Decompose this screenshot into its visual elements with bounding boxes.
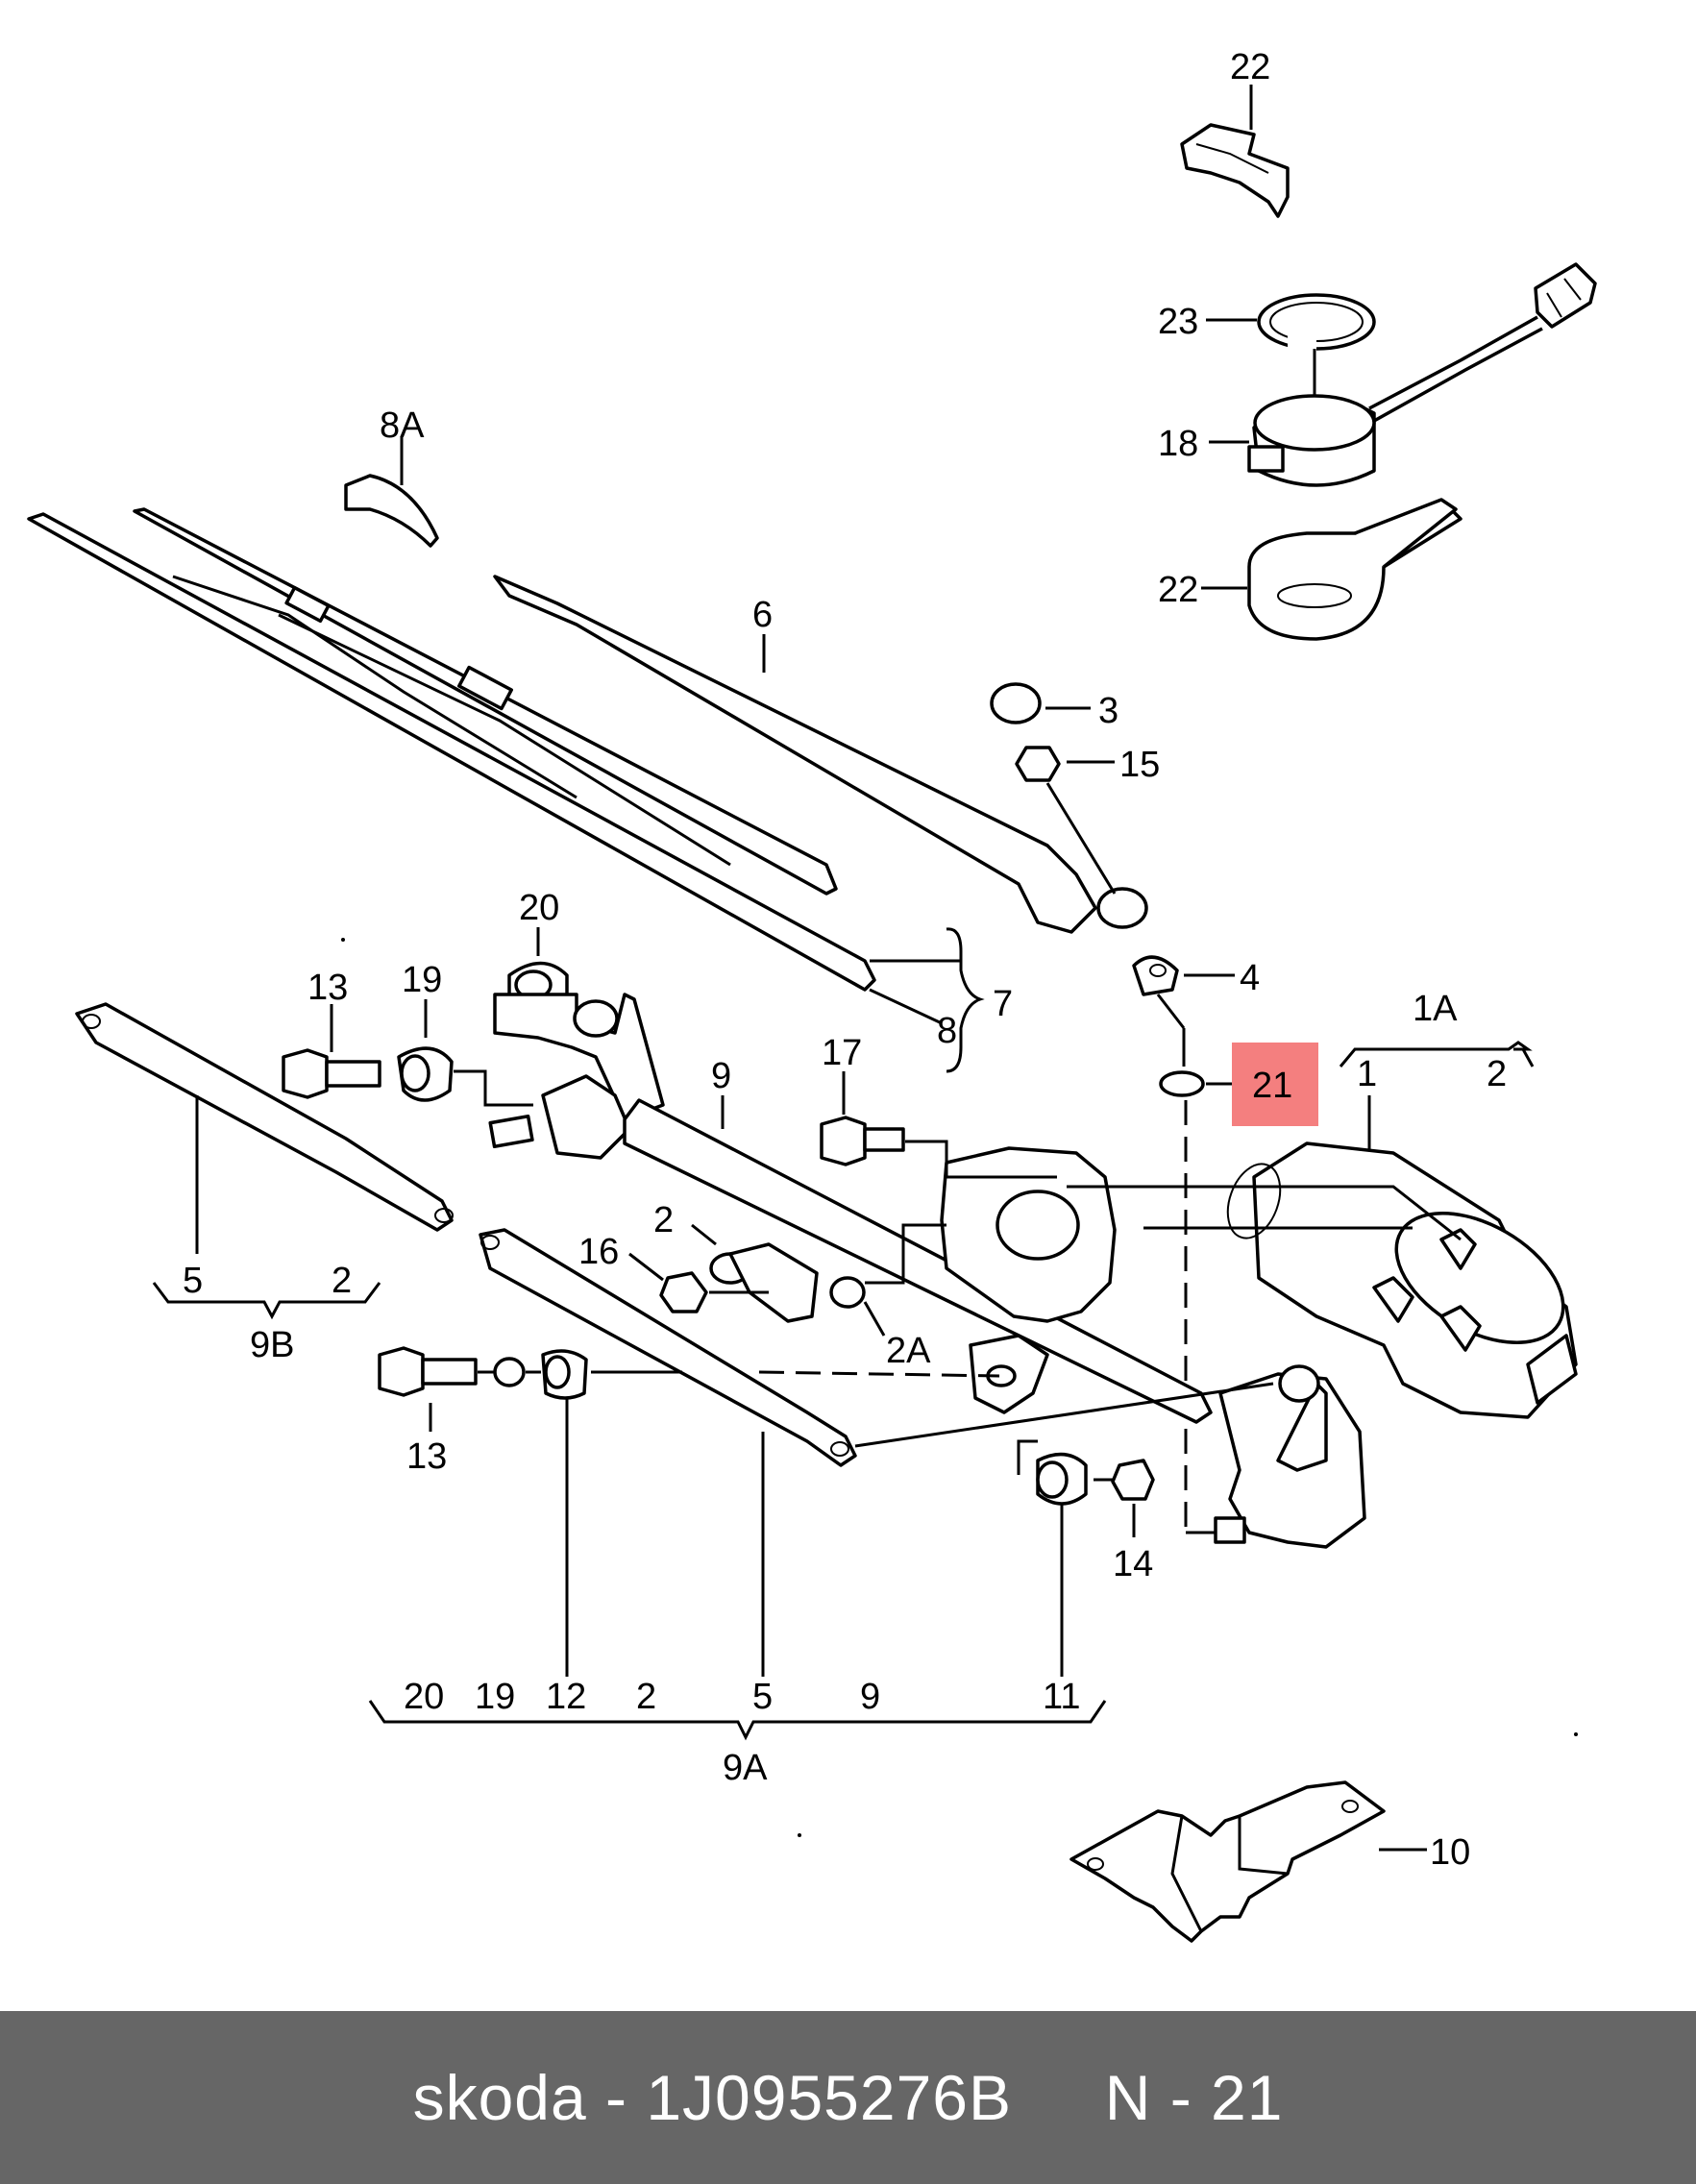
label-1A[interactable]: 1A — [1413, 989, 1458, 1029]
label-14[interactable]: 14 — [1113, 1544, 1153, 1584]
label-22-top[interactable]: 22 — [1230, 47, 1270, 87]
part-3-cap — [990, 682, 1042, 724]
label-20-top[interactable]: 20 — [519, 888, 559, 928]
label-19-9A[interactable]: 19 — [475, 1677, 515, 1717]
label-3[interactable]: 3 — [1098, 691, 1118, 731]
label-13-lower[interactable]: 13 — [406, 1436, 447, 1477]
footer-caption: skoda - 1J0955276B N - 21 — [413, 2061, 1284, 2134]
footer-brand: skoda — [412, 2062, 587, 2133]
label-21[interactable]: 21 — [1252, 1066, 1292, 1106]
label-2A[interactable]: 2A — [886, 1331, 931, 1371]
part-19-bushing-upper — [397, 1046, 454, 1102]
part-23-ring — [1257, 293, 1376, 351]
footer-separator: - — [586, 2062, 647, 2133]
label-11-9A[interactable]: 11 — [1043, 1677, 1080, 1717]
label-8A[interactable]: 8A — [380, 405, 425, 446]
label-22-holder[interactable]: 22 — [1158, 570, 1198, 610]
part-19-washer-lower — [493, 1357, 526, 1387]
label-4[interactable]: 4 — [1240, 958, 1260, 998]
part-11-bushing — [1036, 1452, 1088, 1506]
part-10-bracket-plate — [1069, 1780, 1386, 1943]
label-2-motor[interactable]: 2 — [1487, 1054, 1507, 1094]
part-13-bolt-lower — [378, 1346, 478, 1397]
part-4-washer — [1132, 955, 1179, 996]
footer-part-number: 1J0955276B — [646, 2062, 1013, 2133]
label-5-9A[interactable]: 5 — [752, 1677, 773, 1717]
label-9-9A[interactable]: 9 — [860, 1677, 880, 1717]
part-13-bolt-upper — [282, 1048, 381, 1099]
label-9B[interactable]: 9B — [250, 1325, 294, 1365]
label-18[interactable]: 18 — [1158, 424, 1198, 464]
part-22-clip-top — [1180, 123, 1290, 218]
label-23[interactable]: 23 — [1158, 302, 1198, 342]
label-2-9A[interactable]: 2 — [636, 1677, 656, 1717]
label-8[interactable]: 8 — [937, 1011, 957, 1051]
part-12-bushing — [541, 1349, 588, 1400]
highlight-box-21 — [1232, 1043, 1318, 1126]
part-8-wiper-blade — [27, 507, 876, 992]
part-2-crank — [709, 1242, 819, 1323]
label-2-9B[interactable]: 2 — [332, 1261, 352, 1301]
parts-diagram: 22 23 18 22 8A — [27, 47, 1597, 1943]
label-13-upper[interactable]: 13 — [307, 968, 348, 1008]
label-19-upper[interactable]: 19 — [402, 960, 442, 1000]
part-22-holder — [1247, 498, 1462, 641]
label-7[interactable]: 7 — [993, 984, 1013, 1024]
part-2a-washer — [829, 1276, 866, 1309]
footer-position: N - 21 — [1104, 2062, 1284, 2133]
part-5-rod-lower — [479, 1228, 857, 1467]
label-9[interactable]: 9 — [711, 1056, 731, 1096]
label-2-crank[interactable]: 2 — [653, 1200, 674, 1240]
footer-gap — [1012, 2062, 1105, 2133]
part-14-nut — [1111, 1459, 1155, 1501]
part-5-rod-upper — [75, 1002, 454, 1232]
label-20-9A[interactable]: 20 — [404, 1677, 444, 1717]
label-6[interactable]: 6 — [752, 595, 773, 635]
label-1[interactable]: 1 — [1357, 1054, 1377, 1094]
label-5-9B[interactable]: 5 — [183, 1261, 203, 1301]
part-17-bolt — [820, 1116, 905, 1166]
part-18-sensor — [1247, 262, 1597, 487]
part-1-wiper-motor — [1226, 1141, 1578, 1419]
part-6-wiper-arm — [493, 575, 1148, 934]
label-12-9A[interactable]: 12 — [546, 1677, 586, 1717]
label-9A[interactable]: 9A — [723, 1748, 768, 1788]
label-16[interactable]: 16 — [578, 1232, 619, 1272]
part-15-nut — [1015, 746, 1061, 782]
label-10[interactable]: 10 — [1430, 1832, 1470, 1873]
part-9-linkage — [488, 993, 1366, 1549]
footer-bar: skoda - 1J0955276B N - 21 — [0, 2011, 1696, 2184]
part-16-nut — [659, 1271, 708, 1313]
part-21-seal — [1159, 1070, 1205, 1097]
label-15[interactable]: 15 — [1119, 745, 1160, 785]
part-8a-clip — [344, 474, 439, 548]
label-17[interactable]: 17 — [822, 1033, 862, 1073]
